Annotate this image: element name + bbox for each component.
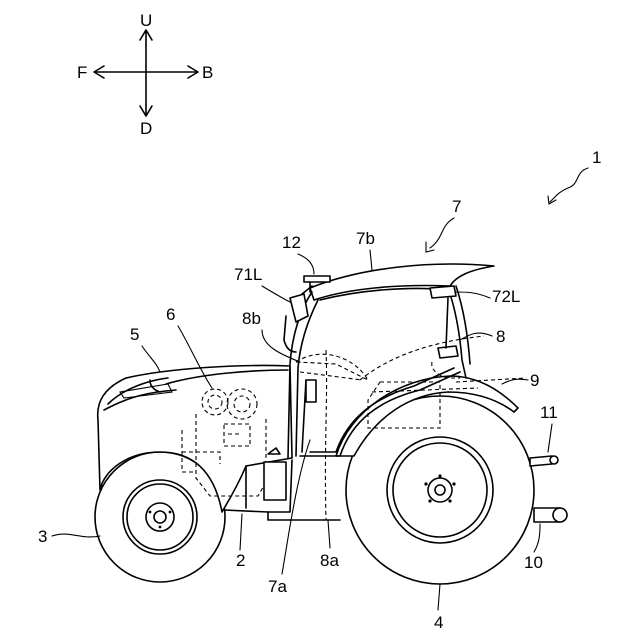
ref-71L: 71L xyxy=(234,265,262,284)
ref-7: 7 xyxy=(452,197,461,216)
ref-7b: 7b xyxy=(356,229,375,248)
ref-1-leader xyxy=(550,168,588,202)
ref-5: 5 xyxy=(130,325,139,344)
label-down: D xyxy=(140,119,152,138)
ref-9: 9 xyxy=(530,371,539,390)
ref-7a: 7a xyxy=(268,577,287,596)
ref-1: 1 xyxy=(592,148,601,167)
ref-8b: 8b xyxy=(242,309,261,328)
direction-compass: U D F B xyxy=(77,11,213,138)
ref-10: 10 xyxy=(524,553,543,572)
label-back: B xyxy=(202,63,213,82)
label-up: U xyxy=(140,11,152,30)
ref-12: 12 xyxy=(282,233,301,252)
rear-hitch xyxy=(530,456,567,522)
step-box xyxy=(264,462,286,500)
label-front: F xyxy=(77,63,87,82)
ref-8a: 8a xyxy=(320,551,339,570)
ref-6: 6 xyxy=(166,305,175,324)
ref-2: 2 xyxy=(236,551,245,570)
ref-4: 4 xyxy=(434,613,443,632)
ref-3: 3 xyxy=(38,527,47,546)
ref-8: 8 xyxy=(496,327,505,346)
ref-11: 11 xyxy=(540,403,558,422)
ref-72L: 72L xyxy=(492,287,520,306)
